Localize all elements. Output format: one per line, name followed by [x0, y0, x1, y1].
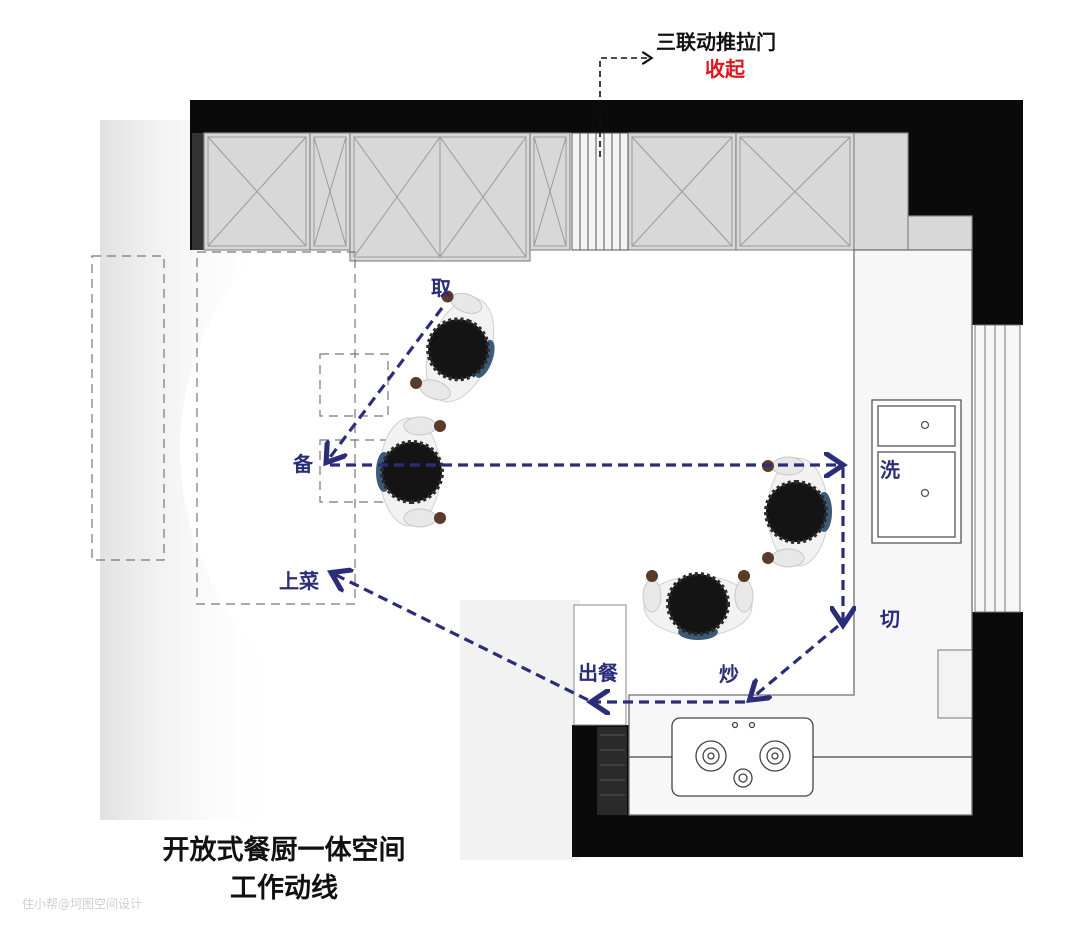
counter-appliance [937, 649, 973, 719]
walls [190, 100, 1023, 857]
dining-table-outline [91, 251, 389, 605]
title-line1: 开放式餐厨一体空间 [162, 835, 406, 866]
stove-burner-icon [629, 717, 972, 797]
door-note-arrow [599, 58, 650, 157]
cabinet-cross-marks [207, 136, 851, 258]
title-line2: 工作动线 [230, 873, 338, 904]
people-group [376, 290, 832, 640]
window-right [974, 324, 1021, 613]
wall-column-texture [597, 727, 627, 815]
person-topview-icon [410, 290, 495, 403]
flow-label-wash: 洗 [880, 458, 900, 482]
person-topview-icon [376, 416, 446, 528]
sink-basin-icon [871, 399, 962, 544]
flow-label-serve: 上菜 [279, 569, 319, 593]
person-topview-icon [642, 570, 754, 640]
flow-label-prep: 备 [293, 452, 313, 476]
work-flow-arrows [328, 307, 843, 702]
person-topview-icon [762, 456, 832, 568]
door-note-line2: 收起 [705, 57, 745, 81]
flow-label-dispatch: 出餐 [578, 661, 618, 685]
flow-cut-to-fry [752, 624, 840, 698]
kitchen-counter [628, 249, 973, 816]
door-note-line1: 三联动推拉门 [656, 30, 776, 54]
sliding-door-icon [571, 132, 629, 251]
wall-end-texture [192, 133, 204, 250]
flow-label-cut: 切 [880, 607, 900, 631]
watermark: 住小帮@坷图空间设计 [22, 897, 143, 911]
column-hatch [600, 734, 625, 796]
flow-label-take: 取 [431, 276, 451, 300]
flow-label-fry: 炒 [719, 662, 739, 686]
